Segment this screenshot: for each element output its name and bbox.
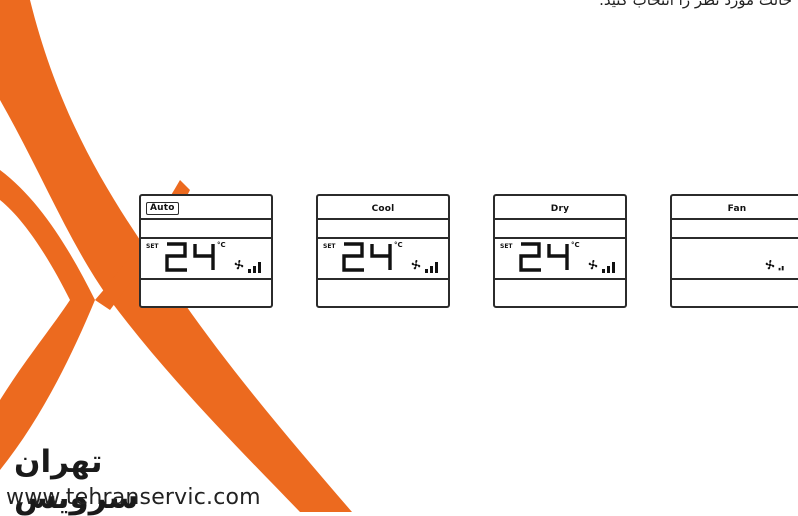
set-label: SET (146, 243, 159, 250)
divider (141, 218, 271, 220)
fan-icon (234, 260, 244, 270)
divider (672, 218, 798, 220)
divider (672, 237, 798, 239)
temperature-readout (519, 242, 569, 272)
mode-panel-dry: Dry SET °C (493, 194, 627, 308)
divider (318, 278, 448, 280)
mode-label: Dry (550, 204, 570, 214)
divider (495, 218, 625, 220)
mode-panel-auto: Auto SET °C (139, 194, 273, 308)
mode-label: Fan (727, 204, 747, 214)
instruction-caption: حالت مورد نظر را انتخاب کنید. (599, 0, 792, 9)
divider (318, 237, 448, 239)
divider (141, 278, 271, 280)
website-url: www.tehranservic.com (6, 485, 261, 510)
temperature-readout (165, 242, 215, 272)
fan-speed-bars-icon (778, 266, 784, 271)
fan-icon (411, 260, 421, 270)
fan-icon (588, 260, 598, 270)
mode-panel-cool: Cool SET °C (316, 194, 450, 308)
divider (495, 278, 625, 280)
divider (495, 237, 625, 239)
unit-label: °C (217, 241, 226, 249)
fan-icon (765, 260, 775, 270)
brand-name: تهران سرویس (14, 444, 139, 516)
divider (672, 278, 798, 280)
set-label: SET (500, 243, 513, 250)
fan-speed-bars-icon (425, 262, 438, 273)
fan-speed-bars-icon (248, 262, 261, 273)
unit-label: °C (571, 241, 580, 249)
set-label: SET (323, 243, 336, 250)
divider (318, 218, 448, 220)
mode-panel-fan: Fan (670, 194, 798, 308)
temperature-readout (342, 242, 392, 272)
divider (141, 237, 271, 239)
fan-speed-bars-icon (602, 262, 615, 273)
mode-label: Cool (371, 204, 395, 214)
mode-label: Auto (146, 202, 179, 215)
unit-label: °C (394, 241, 403, 249)
